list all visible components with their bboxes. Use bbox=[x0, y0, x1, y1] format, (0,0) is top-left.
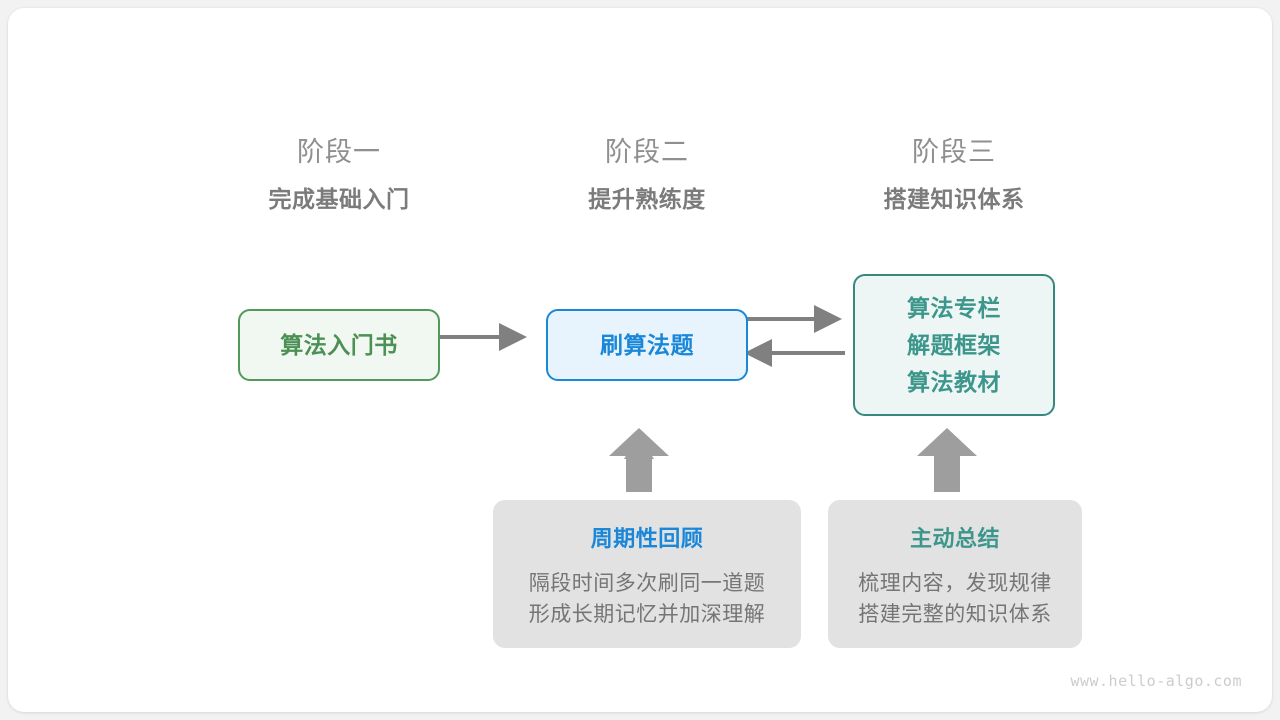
node-algorithm-intro-book-label: 算法入门书 bbox=[280, 331, 398, 358]
stage-header-three: 阶段三 搭建知识体系 bbox=[824, 134, 1084, 216]
arrow-review-to-practice bbox=[609, 428, 669, 492]
node-knowledge-system-line-3: 算法教材 bbox=[907, 368, 1001, 395]
watermark: www.hello-algo.com bbox=[1070, 672, 1242, 690]
stage-three-title: 阶段三 bbox=[912, 137, 996, 167]
node-knowledge-system[interactable]: 算法专栏 解题框架 算法教材 bbox=[853, 274, 1055, 416]
stage-header-two: 阶段二 提升熟练度 bbox=[517, 134, 777, 216]
stage-one-title: 阶段一 bbox=[297, 137, 381, 167]
stage-one-subtitle: 完成基础入门 bbox=[268, 186, 410, 212]
node-knowledge-system-line-2: 解题框架 bbox=[907, 331, 1001, 358]
node-practice-problems[interactable]: 刷算法题 bbox=[546, 309, 748, 381]
node-algorithm-intro-book[interactable]: 算法入门书 bbox=[238, 309, 440, 381]
note-periodic-review[interactable]: 周期性回顾 隔段时间多次刷同一道题 形成长期记忆并加深理解 bbox=[493, 500, 801, 648]
node-practice-problems-label: 刷算法题 bbox=[600, 331, 694, 358]
note-active-summary-line-1: 梳理内容，发现规律 bbox=[858, 572, 1052, 595]
note-periodic-review-title: 周期性回顾 bbox=[590, 526, 704, 551]
note-active-summary-line-2: 搭建完整的知识体系 bbox=[858, 603, 1052, 626]
arrow-summary-to-system bbox=[917, 428, 977, 492]
note-periodic-review-line-1: 隔段时间多次刷同一道题 bbox=[528, 572, 766, 595]
note-active-summary-body: 梳理内容，发现规律 搭建完整的知识体系 bbox=[858, 568, 1052, 630]
stage-two-title: 阶段二 bbox=[605, 137, 689, 167]
stage-three-subtitle: 搭建知识体系 bbox=[883, 186, 1025, 212]
note-periodic-review-body: 隔段时间多次刷同一道题 形成长期记忆并加深理解 bbox=[529, 568, 766, 630]
note-active-summary-title: 主动总结 bbox=[909, 526, 1000, 551]
note-active-summary[interactable]: 主动总结 梳理内容，发现规律 搭建完整的知识体系 bbox=[828, 500, 1082, 648]
stage-two-subtitle: 提升熟练度 bbox=[588, 186, 706, 212]
diagram-card: 阶段一 完成基础入门 阶段二 提升熟练度 阶段三 搭建知识体系 bbox=[8, 8, 1272, 712]
node-knowledge-system-line-1: 算法专栏 bbox=[907, 294, 1001, 321]
stage-header-one: 阶段一 完成基础入门 bbox=[209, 134, 469, 216]
note-periodic-review-line-2: 形成长期记忆并加深理解 bbox=[528, 603, 766, 626]
